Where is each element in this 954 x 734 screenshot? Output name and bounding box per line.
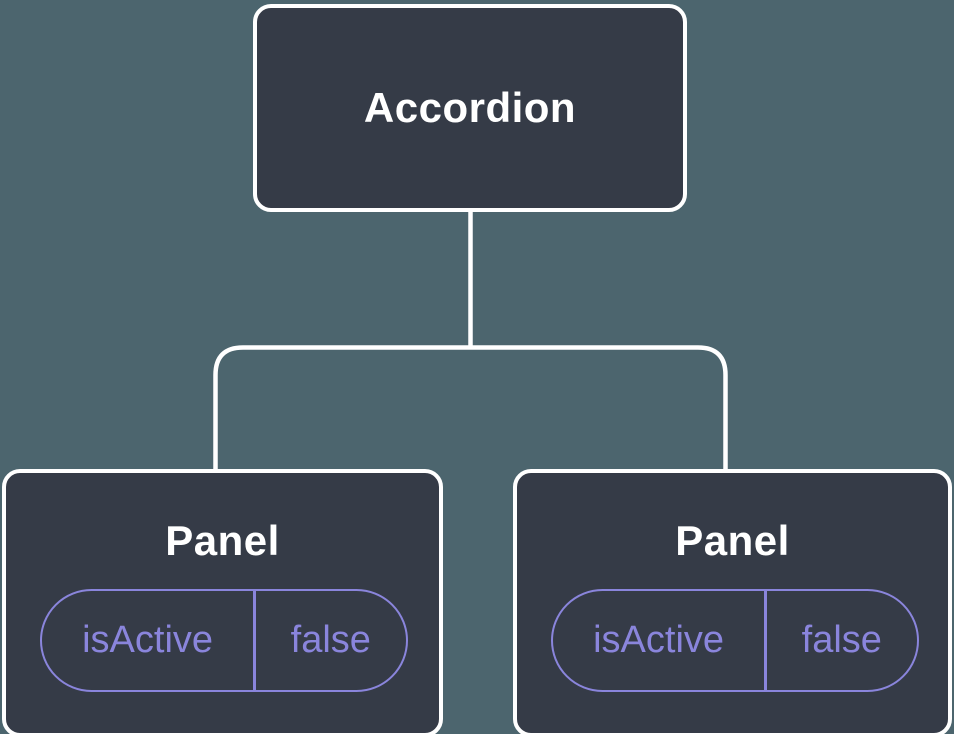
panel-node-label: Panel bbox=[675, 517, 790, 564]
state-value-label: false bbox=[290, 619, 371, 661]
state-key-label: isActive bbox=[593, 619, 725, 661]
panel-node-label: Panel bbox=[165, 517, 280, 564]
state-pill-divider bbox=[253, 591, 256, 690]
panel-node-right: Panel isActive false bbox=[513, 469, 952, 734]
panel-node-left: Panel isActive false bbox=[2, 469, 443, 734]
state-pill: isActive false bbox=[40, 589, 408, 692]
state-pill-divider bbox=[764, 591, 767, 690]
state-pill: isActive false bbox=[551, 589, 919, 692]
state-value-label: false bbox=[801, 619, 882, 661]
state-key-label: isActive bbox=[82, 619, 214, 661]
accordion-node: Accordion bbox=[253, 4, 687, 212]
branch-bracket-line bbox=[213, 345, 728, 471]
accordion-node-label: Accordion bbox=[363, 84, 577, 131]
